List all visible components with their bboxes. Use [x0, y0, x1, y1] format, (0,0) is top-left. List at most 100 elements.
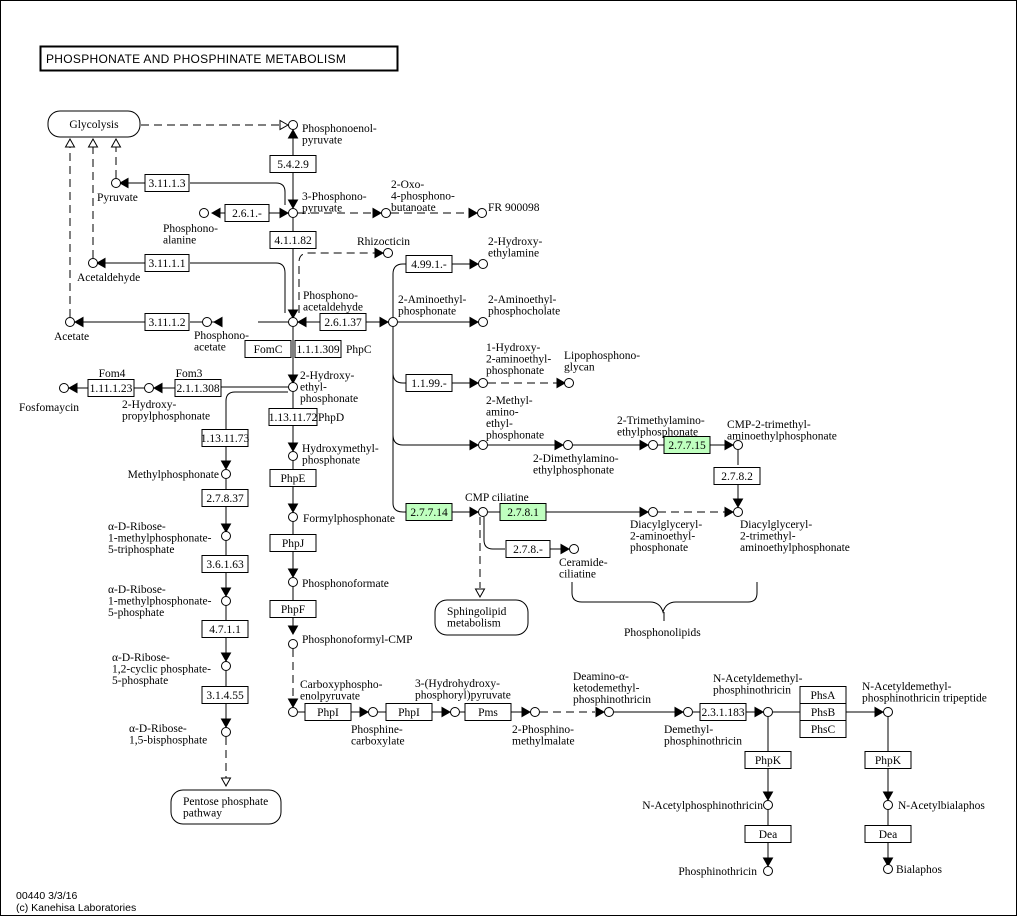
compound-label-nadptt[interactable]: N-Acetyldemethyl-phosphinothricin tripep…: [862, 681, 987, 705]
compound-label-mp[interactable]: Methylphosphonate: [128, 469, 219, 481]
compound-label-acald[interactable]: Acetaldehyde: [77, 272, 140, 284]
compound-label-oxo[interactable]: 2-Oxo-4-phosphono-butanoate: [391, 179, 455, 214]
compound-node-pep[interactable]: [288, 120, 298, 130]
compound-label-rhizo[interactable]: Rhizocticin: [357, 236, 410, 248]
compound-node-fp[interactable]: [288, 512, 298, 522]
enzyme-box-phpe[interactable]: PhpE: [269, 469, 317, 487]
enzyme-box-phsa[interactable]: PhsA: [799, 686, 847, 704]
compound-label-deamino[interactable]: Deamino-α-ketodemethyl-phosphinothricin: [573, 671, 651, 706]
compound-node-cmptm[interactable]: [733, 440, 743, 450]
compound-node-aepc[interactable]: [478, 317, 488, 327]
compound-label-nadpt[interactable]: N-Acetyldemethyl-phosphinothricin: [713, 673, 803, 697]
enzyme-box-e27714[interactable]: 2.7.7.14: [405, 503, 453, 521]
compound-label-bialaphos[interactable]: Bialaphos: [896, 864, 943, 876]
compound-node-tmaep[interactable]: [648, 440, 658, 450]
compound-node-dmpt[interactable]: [683, 707, 693, 717]
compound-label-dmaep[interactable]: 2-Dimethylamino-ethylphosphonate: [533, 453, 619, 477]
compound-label-cpep[interactable]: Carboxyphospho-enolpyruvate: [300, 679, 383, 703]
compound-label-rbp[interactable]: α-D-Ribose-1,5-bisphosphate: [129, 723, 207, 747]
enzyme-box-phpf[interactable]: PhpF: [269, 600, 317, 618]
compound-node-oxo[interactable]: [381, 208, 391, 218]
compound-label-pform[interactable]: Phosphonoformate: [302, 578, 389, 590]
compound-node-nab[interactable]: [883, 800, 893, 810]
compound-label-napt[interactable]: N-Acetylphosphinothricin: [642, 800, 763, 812]
compound-label-fosfo[interactable]: Fosfomaycin: [19, 402, 79, 414]
compound-label-haep[interactable]: 1-Hydroxy-2-aminoethyl-phosphonate: [486, 342, 551, 377]
compound-label-maep[interactable]: 2-Methyl-amino-ethyl-phosphonate: [486, 395, 544, 442]
compound-node-rmpp[interactable]: [221, 596, 231, 606]
enzyme-box-e2781[interactable]: 2.7.8.1: [499, 503, 547, 521]
compound-node-hhpp[interactable]: [450, 707, 460, 717]
compound-node-pacet[interactable]: [202, 317, 212, 327]
compound-label-pt[interactable]: Phosphinothricin: [678, 866, 757, 878]
compound-node-ppmm[interactable]: [530, 707, 540, 717]
compound-node-nadpt[interactable]: [763, 707, 773, 717]
enzyme-box-phpk2[interactable]: PhpK: [864, 751, 912, 769]
compound-label-acetate[interactable]: Acetate: [54, 331, 89, 343]
compound-node-acetate[interactable]: [65, 317, 75, 327]
enzyme-box-e36163[interactable]: 3.6.1.63: [201, 555, 249, 573]
compound-label-plipids[interactable]: Phosphonolipids: [624, 627, 701, 639]
enzyme-box-e1199[interactable]: 1.1.99.-: [405, 374, 453, 392]
compound-label-cmptm[interactable]: CMP-2-trimethyl-aminoethylphosphonate: [727, 419, 837, 443]
compound-node-pt[interactable]: [763, 866, 773, 876]
compound-node-dgaep[interactable]: [648, 507, 658, 517]
compound-node-cercil[interactable]: [569, 544, 579, 554]
enzyme-box-e27715[interactable]: 2.7.7.15: [663, 436, 711, 454]
compound-label-pfcmp[interactable]: Phosphonoformyl-CMP: [302, 634, 413, 646]
enzyme-box-e111123[interactable]: 1.11.1.23: [87, 379, 135, 397]
compound-label-pald[interactable]: Phosphono-acetaldehyde: [303, 290, 363, 314]
compound-label-hhpp[interactable]: 3-(Hydrohydroxy-phosphoryl)pyruvate: [415, 678, 511, 702]
compound-node-cmpcil[interactable]: [478, 507, 488, 517]
enzyme-box-phsb[interactable]: PhsB: [799, 703, 847, 721]
compound-label-fp[interactable]: Formylphosphonate: [303, 513, 395, 525]
compound-node-dgtmaep[interactable]: [733, 507, 743, 517]
compound-node-pald[interactable]: [288, 317, 298, 327]
enzyme-box-e31113[interactable]: 3.11.1.3: [144, 174, 190, 192]
enzyme-box-e31455[interactable]: 3.1.4.55: [201, 686, 249, 704]
compound-label-dmpt[interactable]: Demethyl-phosphinothricin: [664, 724, 742, 748]
compound-label-ppyr[interactable]: 3-Phosphono-pyruvate: [302, 191, 367, 215]
enzyme-box-phpj[interactable]: PhpJ: [269, 534, 317, 552]
compound-label-dgtmaep[interactable]: Diacylglyceryl-2-trimethyl-aminoethylpho…: [740, 519, 850, 554]
compound-node-pala[interactable]: [199, 208, 209, 218]
compound-node-cpep[interactable]: [288, 707, 298, 717]
enzyme-box-phsc[interactable]: PhsC: [799, 720, 847, 738]
compound-label-dgaep[interactable]: Diacylglyceryl-2-aminoethyl-phosphonate: [630, 519, 702, 554]
compound-node-hpp[interactable]: [144, 383, 154, 393]
compound-label-cercil[interactable]: Ceramide-ciliatine: [559, 557, 608, 581]
compound-node-rbp[interactable]: [221, 727, 231, 737]
compound-node-maep[interactable]: [478, 440, 488, 450]
enzyme-box-dea2[interactable]: Dea: [864, 825, 912, 843]
compound-node-pform[interactable]: [288, 577, 298, 587]
compound-node-pcarb[interactable]: [368, 707, 378, 717]
compound-node-rhizo[interactable]: [383, 248, 393, 258]
compound-node-hep[interactable]: [288, 382, 298, 392]
compound-label-fr[interactable]: FR 900098: [488, 202, 540, 214]
compound-node-hmp[interactable]: [288, 451, 298, 461]
compound-node-haep[interactable]: [478, 378, 488, 388]
enzyme-box-e1131173[interactable]: 1.13.11.73: [201, 429, 250, 447]
compound-node-fosfo[interactable]: [59, 383, 69, 393]
compound-label-hea[interactable]: 2-Hydroxy-ethylamine: [488, 236, 542, 260]
enzyme-box-e41182[interactable]: 4.1.1.82: [269, 231, 317, 249]
compound-label-aep[interactable]: 2-Aminoethyl-phosphonate: [398, 294, 467, 318]
compound-label-pala[interactable]: Phosphono-alanine: [163, 223, 218, 247]
enzyme-box-dea1[interactable]: Dea: [744, 825, 792, 843]
compound-label-pcarb[interactable]: Phosphine-carboxylate: [351, 724, 405, 748]
compound-node-dmaep[interactable]: [563, 440, 573, 450]
compound-label-pacet[interactable]: Phosphono-acetate: [194, 330, 249, 354]
enzyme-box-e211308[interactable]: 2.1.1.308: [174, 379, 222, 397]
enzyme-box-e31111[interactable]: 3.11.1.1: [144, 254, 190, 272]
enzyme-box-e2782[interactable]: 2.7.8.2: [713, 467, 761, 485]
compound-node-deamino[interactable]: [604, 707, 614, 717]
compound-label-ppmm[interactable]: 2-Phosphino-methylmalate: [512, 724, 575, 748]
enzyme-box-e31112[interactable]: 3.11.1.2: [144, 313, 190, 331]
compound-node-rcpp[interactable]: [221, 661, 231, 671]
enzyme-box-e278[interactable]: 2.7.8.-: [505, 540, 551, 558]
compound-label-rmptp[interactable]: α-D-Ribose-1-methylphosphonate-5-triphos…: [108, 521, 212, 556]
enzyme-box-e1131172[interactable]: 1.13.11.72: [268, 408, 318, 426]
enzyme-box-e4711[interactable]: 4.7.1.1: [201, 620, 249, 638]
